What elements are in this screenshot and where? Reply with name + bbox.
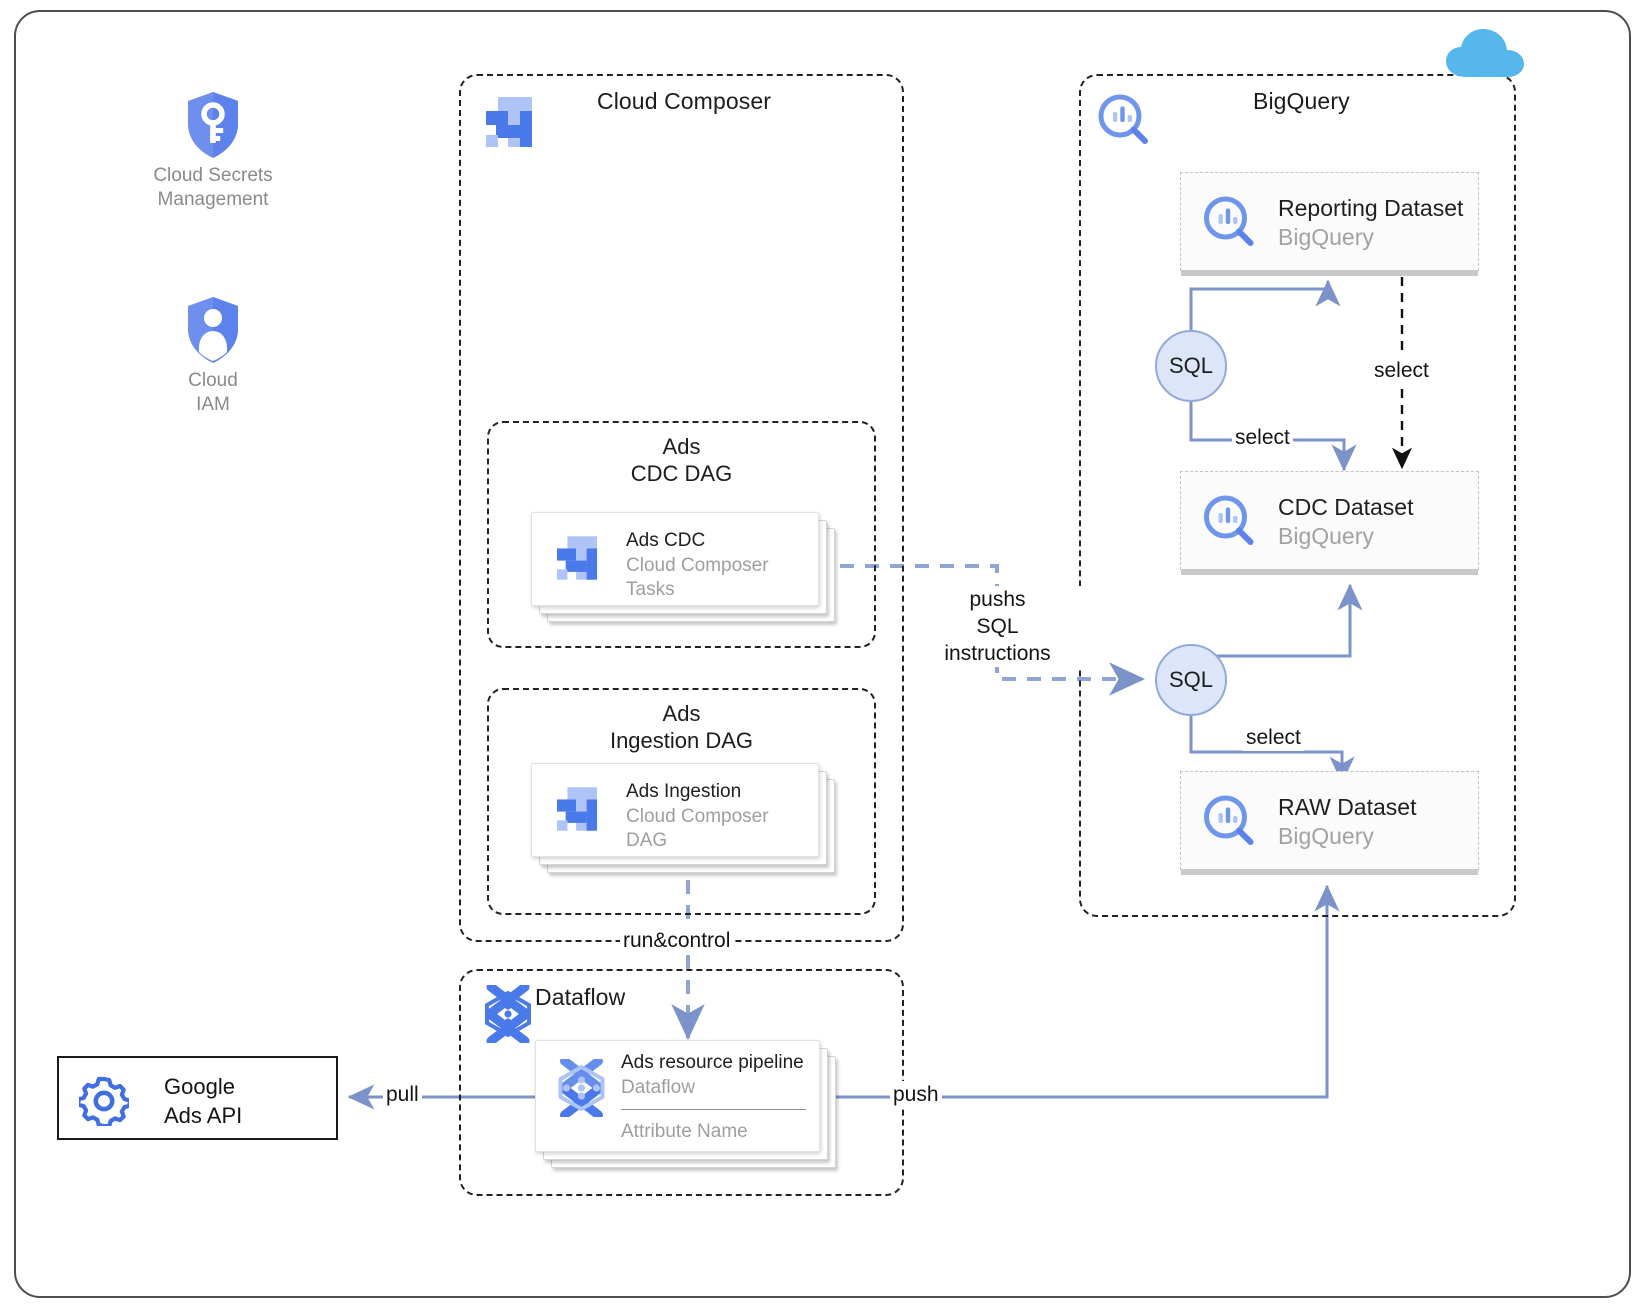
ads-ingestion-dag-title: Ads Ingestion DAG: [487, 700, 876, 754]
ads-cdc-card-stack[interactable]: Ads CDC Cloud Composer Tasks: [531, 512, 851, 622]
cloud-iam-label: Cloud IAM: [138, 369, 288, 417]
edge-label-run-control: run&control: [620, 927, 734, 954]
ads-ingestion-line2: Ingestion DAG: [609, 728, 754, 753]
shield-key-icon: [188, 92, 238, 158]
google-ads-api-box[interactable]: Google Ads API: [57, 1056, 338, 1140]
raw-dataset-box[interactable]: RAW Dataset BigQuery: [1180, 771, 1479, 875]
raw-dataset-title: RAW Dataset: [1278, 794, 1417, 820]
bigquery-icon: [1098, 94, 1148, 144]
ads-api-line1: Google: [164, 1074, 235, 1099]
cloud-iam-line1: Cloud: [188, 370, 238, 391]
ads-cdc-dag-line1: Ads: [662, 434, 701, 459]
ads-api-line2: Ads API: [164, 1103, 243, 1128]
dataflow-title: Dataflow: [535, 984, 626, 1010]
bigquery-group[interactable]: [1079, 74, 1516, 917]
sql-node-bottom[interactable]: SQL: [1155, 644, 1227, 716]
pushs-line1: pushs: [969, 588, 1026, 611]
dataflow-icon: [485, 985, 531, 1043]
ads-ingestion-line1: Ads: [662, 701, 701, 726]
ads-cdc-dag-title: Ads CDC DAG: [487, 433, 876, 487]
cloud-composer-title: Cloud Composer: [597, 88, 771, 114]
cdc-dataset-title: CDC Dataset: [1278, 494, 1414, 520]
cdc-dataset-box[interactable]: CDC Dataset BigQuery: [1180, 471, 1479, 575]
ads-cdc-card-sub1: Cloud Composer: [626, 555, 769, 576]
dataflow-card-attribute: Attribute Name: [621, 1121, 748, 1142]
dataflow-card-sub1: Dataflow: [621, 1077, 695, 1098]
ads-ingestion-dag-subgroup[interactable]: [487, 688, 876, 915]
dataflow-card-title: Ads resource pipeline: [621, 1052, 804, 1073]
edge-label-pushs-sql: pushs SQL instructions: [905, 586, 1090, 667]
ads-ingestion-card-title: Ads Ingestion: [626, 781, 742, 802]
edge-label-select-bottom: select: [1243, 724, 1304, 751]
ads-cdc-dag-line2: CDC DAG: [630, 461, 733, 486]
pushs-line3: instructions: [944, 642, 1051, 665]
edge-label-pull: pull: [383, 1081, 422, 1108]
edge-label-push: push: [890, 1081, 942, 1108]
bigquery-icon: [1204, 196, 1254, 246]
cloud-composer-icon: [486, 97, 532, 147]
cloud-secrets-line2: Management: [157, 189, 269, 210]
raw-dataset-sub: BigQuery: [1278, 823, 1374, 849]
edge-label-select-reporting-cdc: select: [1371, 357, 1432, 384]
cloud-secrets-line1: Cloud Secrets: [153, 165, 273, 186]
sql-node-top[interactable]: SQL: [1155, 330, 1227, 402]
reporting-dataset-title: Reporting Dataset: [1278, 195, 1464, 221]
ads-ingestion-card-sub2: DAG: [626, 830, 668, 851]
ads-cdc-card[interactable]: Ads CDC Cloud Composer Tasks: [531, 512, 819, 606]
cloud-composer-icon: [557, 787, 597, 831]
pushs-line2: SQL: [976, 615, 1019, 638]
cloud-iam-line2: IAM: [196, 394, 230, 415]
dataflow-card-stack[interactable]: Ads resource pipeline Dataflow Attribute…: [535, 1040, 855, 1180]
card-divider: [621, 1109, 806, 1110]
bigquery-icon: [1204, 495, 1254, 545]
dataflow-card[interactable]: Ads resource pipeline Dataflow Attribute…: [535, 1040, 820, 1152]
reporting-dataset-sub: BigQuery: [1278, 224, 1374, 250]
ads-ingestion-card-sub1: Cloud Composer: [626, 806, 769, 827]
ads-cdc-dag-subgroup[interactable]: [487, 421, 876, 648]
edge-label-select-top: select: [1232, 424, 1293, 451]
gear-icon: [79, 1076, 129, 1126]
dataflow-icon: [558, 1059, 605, 1117]
cloud-composer-icon: [557, 536, 597, 580]
ads-ingestion-card-stack[interactable]: Ads Ingestion Cloud Composer DAG: [531, 763, 851, 873]
shield-person-icon: [188, 297, 238, 363]
ads-ingestion-card[interactable]: Ads Ingestion Cloud Composer DAG: [531, 763, 819, 857]
left-column: Cloud Secrets Management Cloud IAM: [138, 90, 288, 415]
cloud-secrets-label: Cloud Secrets Management: [138, 164, 288, 212]
reporting-dataset-box[interactable]: Reporting Dataset BigQuery: [1180, 172, 1479, 276]
ads-cdc-card-title: Ads CDC: [626, 530, 706, 551]
bigquery-icon: [1204, 795, 1254, 845]
cdc-dataset-sub: BigQuery: [1278, 523, 1374, 549]
cloud-icon: [1446, 29, 1524, 77]
bigquery-title: BigQuery: [1253, 88, 1350, 114]
ads-cdc-card-sub2: Tasks: [626, 579, 675, 600]
